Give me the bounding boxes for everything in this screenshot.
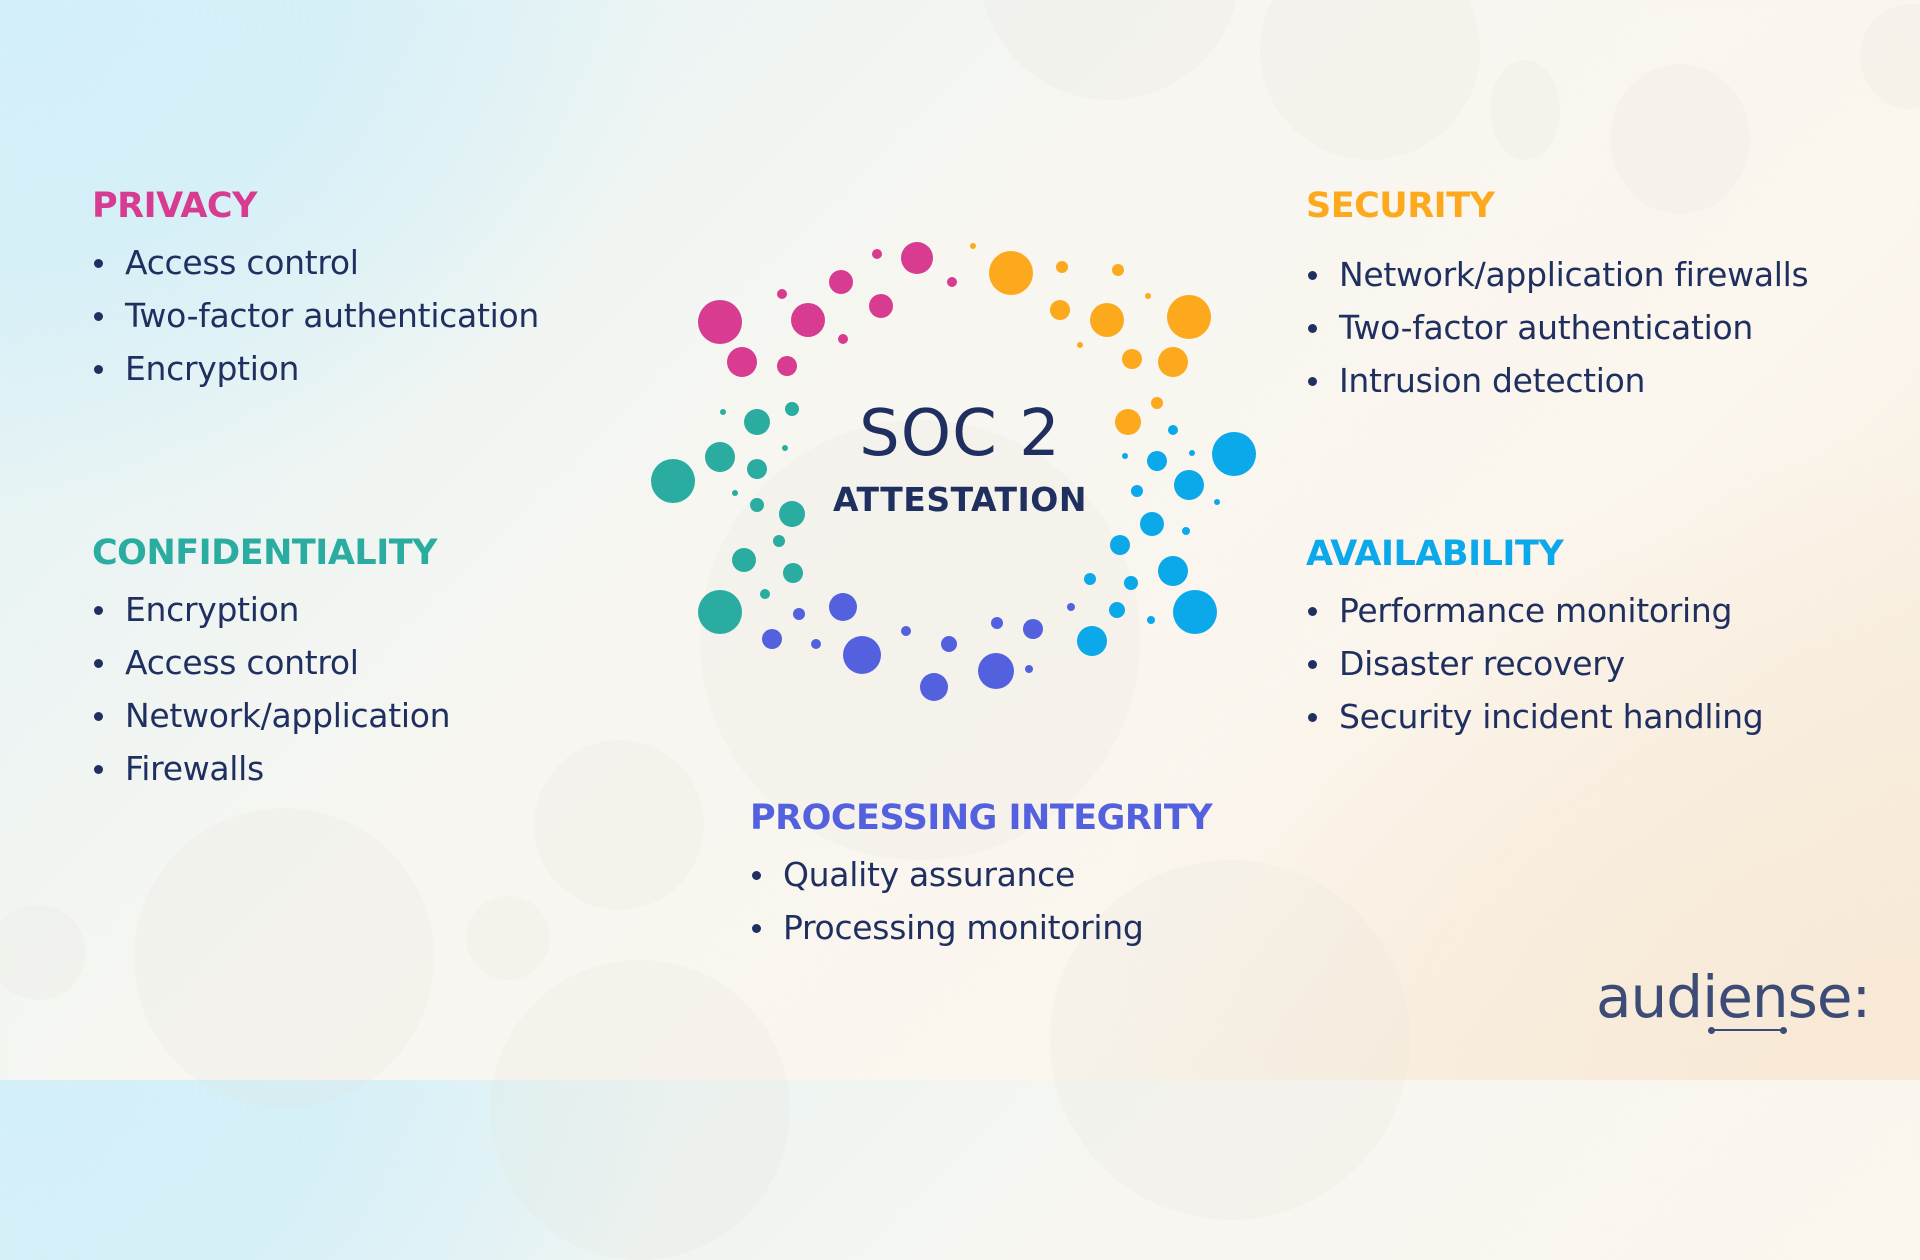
bullet-icon <box>1308 660 1317 669</box>
availability-dot <box>1147 616 1155 624</box>
list-item: Access control <box>92 636 450 689</box>
privacy-dot <box>727 347 757 377</box>
list-item: Two-factor authentication <box>1306 301 1808 354</box>
processing-integrity-heading: PROCESSING INTEGRITY <box>750 798 1213 838</box>
privacy-section: PRIVACY Access control Two-factor authen… <box>92 186 539 395</box>
attestation-subtitle: ATTESTATION <box>833 480 1087 519</box>
bullet-icon <box>94 606 103 615</box>
list-item: Firewalls <box>92 742 450 795</box>
logo-underline <box>1712 1029 1784 1031</box>
list-item: Performance monitoring <box>1306 584 1763 637</box>
list-item: Security incident handling <box>1306 690 1764 743</box>
bullet-icon <box>752 924 761 933</box>
security-heading: SECURITY <box>1306 186 1495 226</box>
availability-dot <box>1214 499 1220 505</box>
background-circle <box>1610 64 1750 214</box>
availability-section: AVAILABILITY Performance monitoring Disa… <box>1306 534 1764 743</box>
list-item: Processing monitoring <box>750 901 1212 954</box>
confidentiality-dot <box>705 442 735 472</box>
availability-dot <box>1173 590 1217 634</box>
audiense-logo: audiense: <box>1596 962 1871 1042</box>
confidentiality-list: Encryption Access control Network/applic… <box>92 583 451 795</box>
background-circle <box>980 0 1240 100</box>
privacy-list: Access control Two-factor authentication… <box>92 236 539 395</box>
soc2-title: SOC 2 <box>859 397 1061 471</box>
confidentiality-dot <box>651 459 695 503</box>
security-dot <box>1077 342 1083 348</box>
logo-wordmark: audiense: <box>1596 963 1871 1031</box>
background-circle <box>534 740 704 910</box>
confidentiality-dot <box>732 490 738 496</box>
bullet-icon <box>752 871 761 880</box>
security-dot <box>1122 349 1142 369</box>
background-circle <box>1860 4 1920 109</box>
bullet-icon <box>94 659 103 668</box>
availability-heading: AVAILABILITY <box>1306 534 1564 574</box>
privacy-dot <box>791 303 825 337</box>
security-dot <box>1056 261 1068 273</box>
background-circle <box>134 808 434 1108</box>
list-item: Encryption <box>92 583 450 636</box>
bullet-icon <box>94 312 103 321</box>
security-dot <box>970 243 976 249</box>
bullet-icon <box>1308 377 1317 386</box>
processing-integrity-section: PROCESSING INTEGRITY Quality assurance P… <box>750 798 1213 954</box>
list-item: Access control <box>92 236 539 289</box>
bullet-icon <box>94 765 103 774</box>
security-dot <box>1090 303 1124 337</box>
privacy-dot <box>947 277 957 287</box>
confidentiality-section: CONFIDENTIALITY Encryption Access contro… <box>92 533 451 795</box>
privacy-dot <box>838 334 848 344</box>
list-item: Network/application firewalls <box>1306 248 1809 301</box>
security-list: Network/application firewalls Two-factor… <box>1306 248 1809 407</box>
privacy-heading: PRIVACY <box>92 186 257 226</box>
privacy-dot <box>698 300 742 344</box>
bullet-icon <box>94 365 103 374</box>
privacy-dot <box>872 249 882 259</box>
processing-integrity-list: Quality assurance Processing monitoring <box>750 848 1212 954</box>
bullet-icon <box>94 712 103 721</box>
privacy-dot <box>777 289 787 299</box>
security-dot <box>1145 293 1151 299</box>
bullet-icon <box>94 259 103 268</box>
bullet-icon <box>1308 713 1317 722</box>
availability-dot <box>1189 450 1195 456</box>
security-dot <box>1050 300 1070 320</box>
background-circle <box>1260 0 1480 160</box>
privacy-dot <box>869 294 893 318</box>
logo-dot-left <box>1708 1027 1715 1034</box>
background-circle <box>490 960 790 1260</box>
availability-dot <box>1158 556 1188 586</box>
background-circle <box>466 896 550 980</box>
security-section: SECURITY Network/application firewalls T… <box>1306 186 1809 407</box>
security-dot <box>1158 347 1188 377</box>
background-circle <box>1490 60 1560 160</box>
privacy-dot <box>901 242 933 274</box>
confidentiality-dot <box>720 409 726 415</box>
availability-list: Performance monitoring Disaster recovery… <box>1306 584 1764 743</box>
availability-dot <box>1182 527 1190 535</box>
privacy-dot <box>829 270 853 294</box>
list-item: Intrusion detection <box>1306 354 1808 407</box>
availability-dot <box>1168 425 1178 435</box>
background-circle <box>0 905 86 1000</box>
availability-dot <box>1174 470 1204 500</box>
list-item: Quality assurance <box>750 848 1212 901</box>
availability-dot <box>1212 432 1256 476</box>
list-item: Disaster recovery <box>1306 637 1763 690</box>
bullet-icon <box>1308 271 1317 280</box>
security-dot <box>1112 264 1124 276</box>
list-item: Two-factor authentication <box>92 289 539 342</box>
security-dot <box>1167 295 1211 339</box>
logo-dot-right <box>1780 1027 1787 1034</box>
list-item: Network/application <box>92 689 451 742</box>
security-dot <box>989 251 1033 295</box>
confidentiality-heading: CONFIDENTIALITY <box>92 533 437 573</box>
list-item: Encryption <box>92 342 539 395</box>
bullet-icon <box>1308 607 1317 616</box>
privacy-dot <box>777 356 797 376</box>
bullet-icon <box>1308 324 1317 333</box>
